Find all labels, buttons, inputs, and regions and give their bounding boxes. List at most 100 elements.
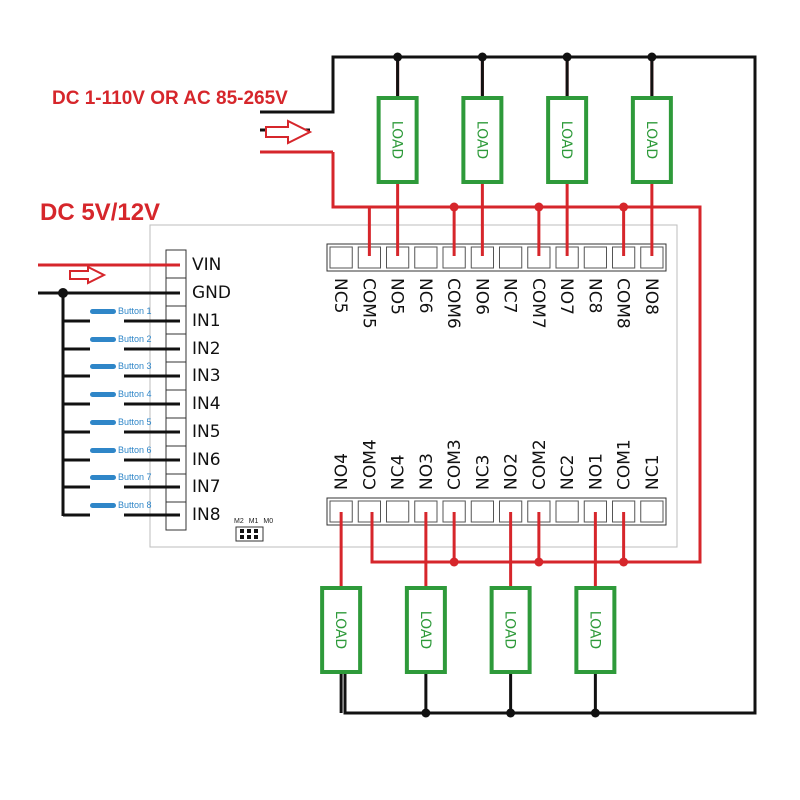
in6-label: IN6 [192,450,221,470]
button-actuator-icon [90,503,116,508]
bottom-terminal-label: NO1 [586,453,606,490]
top-terminal-label: COM6 [443,278,463,329]
terminal-screw [414,246,438,269]
load-box [489,586,532,674]
button-actuator-icon [90,448,116,453]
bottom-terminal-label: NC1 [643,455,663,490]
main-power-arrow-icon [265,119,313,145]
bottom-terminal-label: NC3 [473,455,493,490]
button-label: Button 8 [118,500,152,510]
load-relay-5: LOAD [376,96,419,184]
load-relay-1: LOAD [574,586,617,674]
top-terminal-label: NO6 [471,278,491,315]
bottom-terminal-label: NO3 [417,453,437,490]
terminal-screw [499,246,523,269]
terminal-screw [329,246,353,269]
bottom-terminal-label: NO4 [332,453,352,490]
terminal-screw [583,246,607,269]
load-relay-6: LOAD [461,96,504,184]
top-terminal-block [326,243,667,272]
bottom-terminal-label: NC2 [558,455,578,490]
in2-label: IN2 [192,339,221,359]
button-actuator-icon [90,420,116,425]
main-power-annotation: DC 1-110V OR AC 85-265V [52,88,288,109]
button-actuator-icon [90,364,116,369]
load-label: LOAD [332,611,348,649]
load-box [461,96,504,184]
top-terminal-label: NC6 [415,278,435,313]
button-6: Button 6 [63,445,180,462]
load-label: LOAD [586,611,602,649]
top-terminal-label: NO8 [641,278,661,315]
in8-label: IN8 [192,505,221,525]
load-label: LOAD [417,611,433,649]
control-power-annotation: DC 5V/12V [40,199,160,226]
top-terminal-label: NC7 [500,278,520,313]
junction-dot [562,52,572,62]
bottom-terminal-label: NO2 [502,453,522,490]
bottom-terminal-label: COM2 [530,439,550,490]
button-4: Button 4 [63,389,180,406]
load-label: LOAD [473,121,489,159]
junction-dot [393,52,403,62]
terminal-screw [470,500,494,523]
bottom-terminal-label: COM3 [445,439,465,490]
top-terminal-label: COM8 [613,278,633,329]
load-relay-4: LOAD [320,586,363,674]
vin-label: VIN [192,255,221,275]
junction-dot [647,52,657,62]
load-label: LOAD [502,611,518,649]
top-terminal-label: NO5 [387,278,407,315]
mode-label-m1: M1 [249,518,259,525]
junction-dot [619,557,629,567]
load-box [320,586,363,674]
mode-jumper-pins [240,529,258,539]
button-8: Button 8 [63,500,180,517]
junction-dot [421,708,431,718]
button-label: Button 7 [118,472,152,482]
top-terminal-label: NO7 [556,278,576,315]
junction-dot [449,202,459,212]
button-actuator-icon [90,392,116,397]
button-actuator-icon [90,309,116,314]
button-2: Button 2 [63,334,180,351]
in1-label: IN1 [192,311,221,331]
load-box [376,96,419,184]
top-terminal-label: NC5 [330,278,350,313]
button-label: Button 4 [118,389,152,399]
in3-label: IN3 [192,366,221,386]
load-box [404,586,447,674]
load-relay-2: LOAD [489,586,532,674]
load-relay-8: LOAD [630,96,673,184]
relay-board [149,224,678,548]
load-relay-3: LOAD [404,586,447,674]
button-label: Button 5 [118,417,152,427]
button-1: Button 1 [63,306,180,323]
top-terminal-label: COM7 [528,278,548,329]
bottom-terminal-label: NC4 [389,455,409,490]
junction-dots [393,52,657,718]
button-label: Button 2 [118,334,152,344]
load-label: LOAD [643,121,659,159]
load-label: LOAD [389,121,405,159]
button-label: Button 1 [118,306,152,316]
junction-dot [534,557,544,567]
neutral-loop-wire [260,55,757,715]
button-label: Button 3 [118,361,152,371]
terminal-screw [555,500,579,523]
junction-dot [619,202,629,212]
pin-header-dividers [166,277,186,503]
junction-dot [506,708,516,718]
in4-label: IN4 [192,394,221,414]
load-box [546,96,589,184]
live-bus-wire [331,152,702,564]
terminal-screw [386,500,410,523]
load-box [630,96,673,184]
top-terminal-label: NC8 [584,278,604,313]
in5-label: IN5 [192,422,221,442]
in7-label: IN7 [192,477,221,497]
